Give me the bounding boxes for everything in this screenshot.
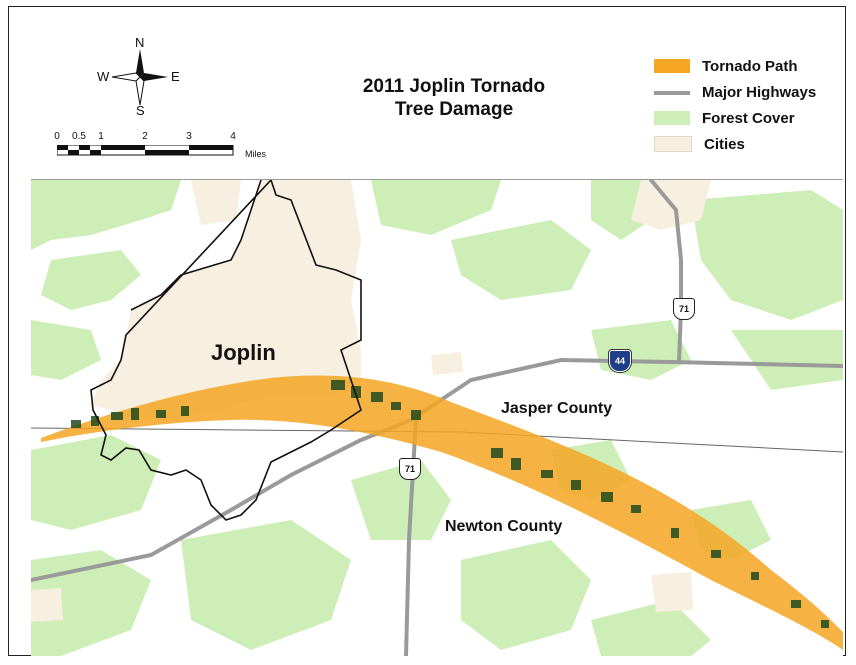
tree-damage-layer bbox=[71, 380, 829, 628]
map-frame: N S W E 2011 Joplin Tornado Tree Damage … bbox=[8, 6, 846, 656]
legend-item-cities: Cities bbox=[654, 131, 816, 157]
compass-east-label: E bbox=[171, 69, 180, 84]
legend-swatch-cities bbox=[654, 136, 692, 152]
legend-item-forest-cover: Forest Cover bbox=[654, 105, 816, 131]
scale-bar: 0 0.5 1 2 3 4 Miles bbox=[54, 131, 275, 167]
compass-star-icon bbox=[111, 49, 168, 106]
legend-label: Tornado Path bbox=[702, 57, 798, 75]
compass-south-label: S bbox=[136, 103, 145, 118]
map-title-line1: 2011 Joplin Tornado bbox=[362, 76, 546, 97]
county-label-newton: Newton County bbox=[445, 518, 563, 535]
city-label-joplin: Joplin bbox=[211, 340, 276, 365]
scale-tick-label: 3 bbox=[186, 131, 192, 142]
legend-swatch-forest bbox=[654, 111, 690, 125]
legend-label: Cities bbox=[704, 135, 745, 153]
tornado-path bbox=[41, 375, 843, 650]
compass-rose: N S W E bbox=[95, 35, 185, 119]
legend-item-major-highways: Major Highways bbox=[654, 79, 816, 105]
legend-label: Forest Cover bbox=[702, 109, 795, 127]
scale-unit-label: Miles bbox=[245, 149, 267, 159]
i44-shield-icon: 44 bbox=[608, 349, 632, 373]
scale-bar-graphic bbox=[57, 145, 234, 156]
map-canvas: Joplin Jasper County Newton County 71 44… bbox=[31, 179, 843, 656]
scale-tick-label: 0.5 bbox=[72, 131, 86, 142]
scale-tick-label: 4 bbox=[230, 131, 236, 142]
legend-swatch-tornado bbox=[654, 59, 690, 73]
compass-west-label: W bbox=[97, 69, 110, 84]
legend-label: Major Highways bbox=[702, 83, 817, 101]
us71-north-shield-icon: 71 bbox=[673, 298, 695, 320]
scale-tick-label: 0 bbox=[54, 131, 60, 142]
cities-layer bbox=[31, 180, 711, 622]
legend-item-tornado-path: Tornado Path bbox=[654, 53, 816, 79]
forest-cover-layer bbox=[31, 180, 843, 656]
scale-tick-label: 1 bbox=[98, 131, 104, 142]
map-graphic bbox=[31, 180, 843, 656]
map-legend: Tornado Path Major Highways Forest Cover… bbox=[654, 53, 816, 157]
joplin-city-boundary bbox=[90, 180, 362, 521]
us71-south-shield-icon: 71 bbox=[399, 458, 421, 480]
compass-north-label: N bbox=[135, 35, 145, 50]
map-title-line2: Tree Damage bbox=[394, 99, 514, 120]
map-title: 2011 Joplin Tornado Tree Damage bbox=[309, 75, 599, 121]
county-label-jasper: Jasper County bbox=[501, 400, 613, 417]
scale-tick-label: 2 bbox=[142, 131, 148, 142]
legend-swatch-highway bbox=[654, 91, 690, 95]
